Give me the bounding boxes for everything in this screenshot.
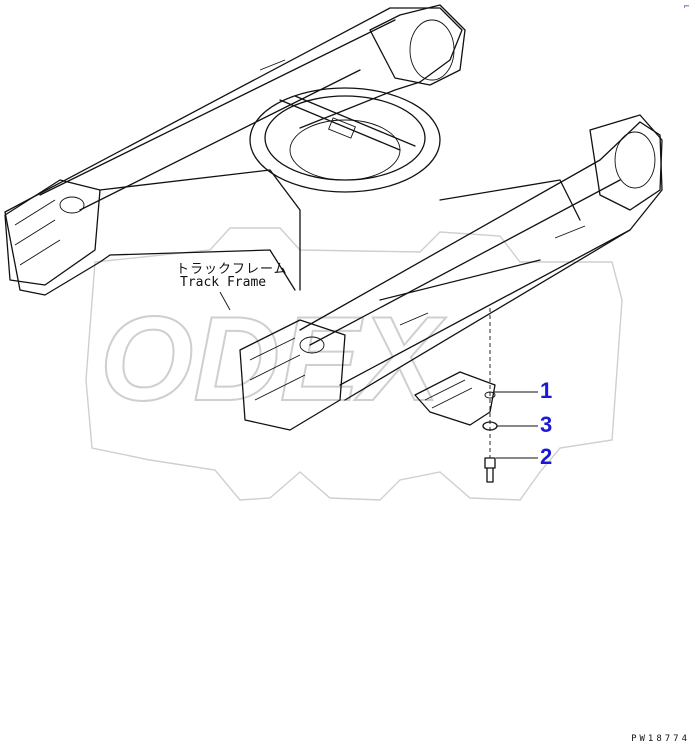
- callout-number-3: 3: [540, 412, 553, 437]
- corner-mark: ⌐: [683, 2, 690, 11]
- callout-number-1: 1: [540, 378, 553, 403]
- drawing-code: PW18774: [631, 734, 690, 744]
- frame-label-leader: [219, 291, 231, 311]
- frame-label-english: Track Frame: [180, 275, 267, 290]
- track-frame: [4, 4, 663, 431]
- frame-label-japanese: トラックフレーム: [176, 262, 288, 277]
- callout-number-2: 2: [540, 444, 553, 469]
- bolt-part: [484, 457, 496, 483]
- watermark-text: ODEX: [100, 292, 447, 426]
